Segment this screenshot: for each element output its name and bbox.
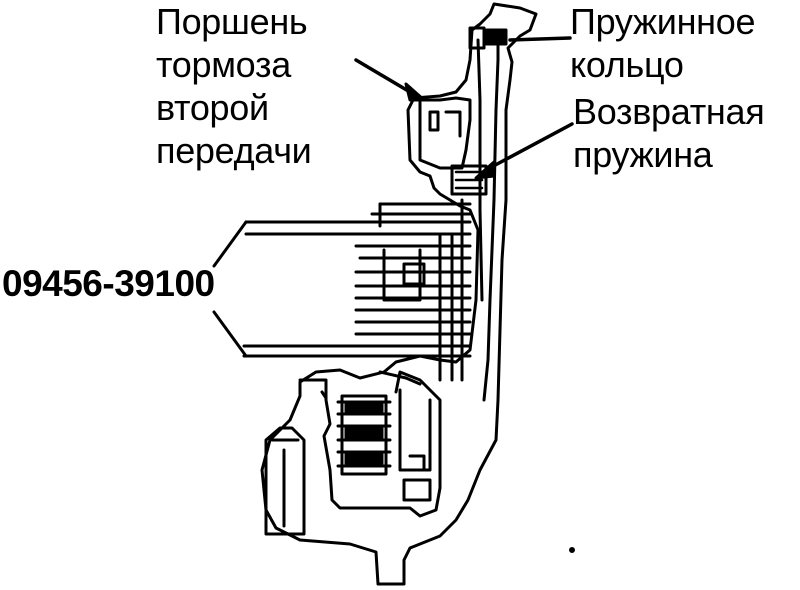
piston-callout-line-4: передачи (156, 130, 312, 171)
lower-housing (298, 370, 442, 518)
lower-inner (398, 388, 432, 502)
plate-hub (378, 202, 422, 302)
tool-callout-line (212, 220, 248, 358)
snap-ring-callout-line-1: Пружинное (570, 1, 756, 42)
plate-bottom-long (242, 344, 472, 358)
brake-piston (418, 96, 472, 170)
plate-vertical (438, 198, 464, 382)
tool-code-label: 09456-39100 (2, 263, 215, 304)
return-spring-callout: Возвратная пружина (573, 90, 765, 176)
snap-ring-callout: Пружинное кольцо (570, 0, 756, 86)
housing-inner-wall (482, 28, 500, 402)
snap-ring-leader (508, 36, 572, 42)
return-spring-callout-line-2: пружина (573, 134, 713, 175)
housing-outline (260, 2, 538, 586)
return-spring-callout-line-1: Возвратная (573, 91, 765, 132)
plate-stack (354, 202, 472, 336)
lower-small-parts (320, 370, 422, 400)
plate-top-long (244, 220, 472, 236)
piston-callout-line-1: Поршень (156, 1, 308, 42)
return-spring (450, 164, 488, 196)
gear-rect-top (344, 400, 384, 416)
snap-ring-callout-line-2: кольцо (570, 44, 684, 85)
piston-callout: Поршень тормоза второй передачи (156, 0, 312, 172)
plate-block (402, 262, 426, 286)
piston-leader-arrow (404, 82, 426, 102)
piston-callout-line-3: второй (156, 87, 269, 128)
return-spring-coils (454, 170, 484, 190)
housing-inner-wall-2 (476, 38, 484, 302)
snap-ring-groove (468, 26, 486, 50)
accumulator (264, 426, 306, 536)
return-spring-leader (484, 122, 574, 172)
gear-box-outline (340, 394, 388, 476)
piston-detail (428, 110, 462, 138)
gear-rect-mid (344, 426, 384, 442)
snap-ring (482, 28, 508, 46)
speck (569, 547, 575, 553)
return-spring-leader-arrow (474, 160, 496, 180)
piston-callout-line-2: тормоза (156, 44, 291, 85)
gear-rect-bot (344, 452, 384, 468)
